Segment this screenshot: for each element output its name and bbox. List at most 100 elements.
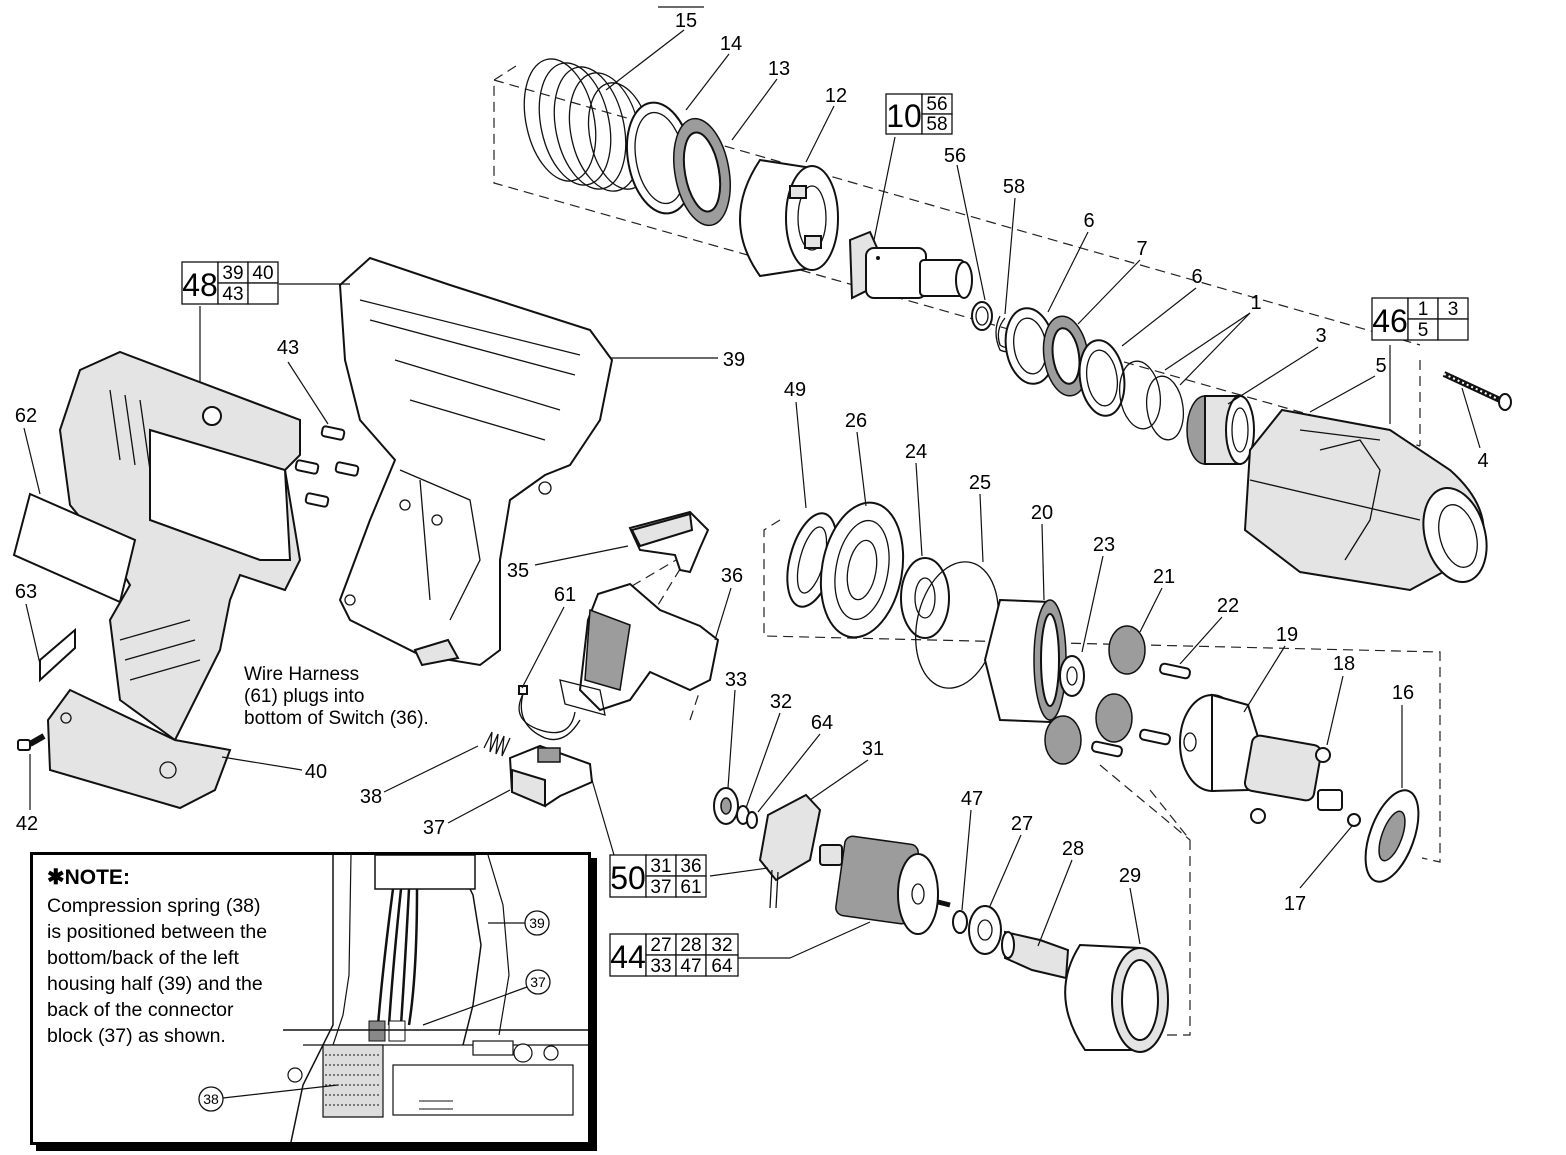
- o-rings-1: [1118, 360, 1185, 441]
- callout-37: 37: [423, 817, 445, 839]
- kit-cell: 58: [926, 114, 947, 135]
- thrust-bearing-13: [673, 117, 731, 227]
- connector-block-37: [508, 744, 594, 808]
- callout-56: 56: [944, 145, 966, 167]
- trigger-35: [628, 510, 710, 574]
- callout-25: 25: [969, 472, 991, 494]
- callout-63: 63: [15, 581, 37, 603]
- callout-6a: 6: [1083, 210, 1094, 232]
- note-box: 39 37 38 ✱NOTE: Compression spring (38) …: [30, 852, 591, 1145]
- callout-numbers: 15 14 13 12 56 58 6 7 6 1 3 5 4 39 43 62…: [15, 10, 1489, 915]
- note-title-text: NOTE:: [64, 866, 130, 889]
- kit-cell: 5: [1418, 320, 1429, 341]
- plate-26: [819, 501, 905, 639]
- callout-42: 42: [16, 813, 38, 835]
- label-63: [39, 627, 76, 683]
- screw-42: [17, 733, 46, 751]
- washer-16: [1364, 789, 1420, 883]
- callout-49: 49: [784, 379, 806, 401]
- callout-4: 4: [1477, 450, 1488, 472]
- callout-19: 19: [1276, 624, 1298, 646]
- spring-15: [523, 58, 653, 192]
- callout-47: 47: [961, 788, 983, 810]
- pins-43: [294, 425, 360, 508]
- kit-cell: 39: [222, 263, 243, 284]
- kit-cell: 32: [711, 935, 732, 956]
- pcb-31: [758, 793, 822, 909]
- callout-7: 7: [1136, 238, 1147, 260]
- callout-15: 15: [675, 10, 697, 32]
- callout-39: 39: [723, 349, 745, 371]
- kit-main-46: 46: [1372, 303, 1408, 339]
- callout-22: 22: [1217, 595, 1239, 617]
- callout-62: 62: [15, 405, 37, 427]
- callout-32: 32: [770, 691, 792, 713]
- note-body: Compression spring (38) is positioned be…: [47, 895, 268, 1047]
- callout-16: 16: [1392, 682, 1414, 704]
- callout-6b: 6: [1191, 266, 1202, 288]
- magnet-sleeve-29: [1064, 943, 1169, 1053]
- kit-main-10: 10: [886, 98, 922, 134]
- callout-17: 17: [1284, 893, 1306, 915]
- wire-harness-61: [518, 685, 581, 741]
- note-ref-38: 38: [203, 1091, 219, 1107]
- hammer-12: [739, 158, 839, 278]
- callout-33: 33: [725, 669, 747, 691]
- gear-case-5: [1243, 408, 1488, 592]
- callout-64: 64: [811, 712, 833, 734]
- rotor-armature: [819, 835, 951, 935]
- callout-20: 20: [1031, 502, 1053, 524]
- planet-gears-21: [1044, 625, 1146, 765]
- kit-cell: 31: [650, 856, 671, 877]
- kit-cell: 27: [650, 935, 671, 956]
- callout-61: 61: [554, 584, 576, 606]
- kit-cell: 43: [222, 284, 243, 305]
- asterisk-icon: ✱: [47, 866, 65, 889]
- callout-18: 18: [1333, 653, 1355, 675]
- callout-35: 35: [507, 560, 529, 582]
- callout-1: 1: [1250, 292, 1261, 314]
- callout-5: 5: [1375, 355, 1386, 377]
- callout-24: 24: [905, 441, 927, 463]
- kit-main-48: 48: [182, 267, 218, 303]
- note-inset-drawing: 39 37 38: [198, 855, 588, 1142]
- battery-foot-40: [46, 688, 232, 810]
- callout-13: 13: [768, 58, 790, 80]
- washers-32-64: [736, 805, 758, 829]
- kit-cell: 36: [680, 856, 701, 877]
- callout-14: 14: [720, 33, 742, 55]
- callout-21: 21: [1153, 566, 1175, 588]
- kit-box-10: 10 56 58: [885, 93, 953, 135]
- carrier-19: [1179, 693, 1343, 811]
- bearing-24: [900, 557, 950, 639]
- kit-box-44: 44 27 28 32 33 47 64: [609, 933, 739, 977]
- kit-cell: 47: [680, 956, 701, 977]
- kit-cell: 56: [926, 94, 947, 115]
- kit-cell: 61: [680, 877, 701, 898]
- callout-43: 43: [277, 337, 299, 359]
- callout-26: 26: [845, 410, 867, 432]
- kit-box-48: 48 39 40 43: [181, 261, 279, 305]
- kit-cell: 64: [711, 956, 733, 977]
- kit-cell: 40: [252, 263, 273, 284]
- callout-23: 23: [1093, 534, 1115, 556]
- pinion-28: [1001, 930, 1070, 980]
- callout-40: 40: [305, 761, 327, 783]
- switch-36: [559, 582, 720, 716]
- note-ref-37: 37: [530, 974, 546, 990]
- wire-harness-note: Wire Harness (61) plugs into bottom of S…: [244, 664, 429, 729]
- housing-left-half-39: [338, 256, 614, 667]
- kit-cell: 33: [650, 956, 671, 977]
- bushing-3: [1186, 395, 1255, 465]
- spring-38: [483, 731, 511, 757]
- anvil-10: [848, 230, 973, 300]
- callout-58: 58: [1003, 176, 1025, 198]
- callout-38: 38: [360, 786, 382, 808]
- callout-3: 3: [1315, 325, 1326, 347]
- callout-29: 29: [1119, 865, 1141, 887]
- kit-main-44: 44: [610, 939, 646, 975]
- washers-6-7-6: [1004, 307, 1126, 417]
- bearing-33: [713, 787, 739, 825]
- note-title: ✱NOTE:: [47, 865, 130, 890]
